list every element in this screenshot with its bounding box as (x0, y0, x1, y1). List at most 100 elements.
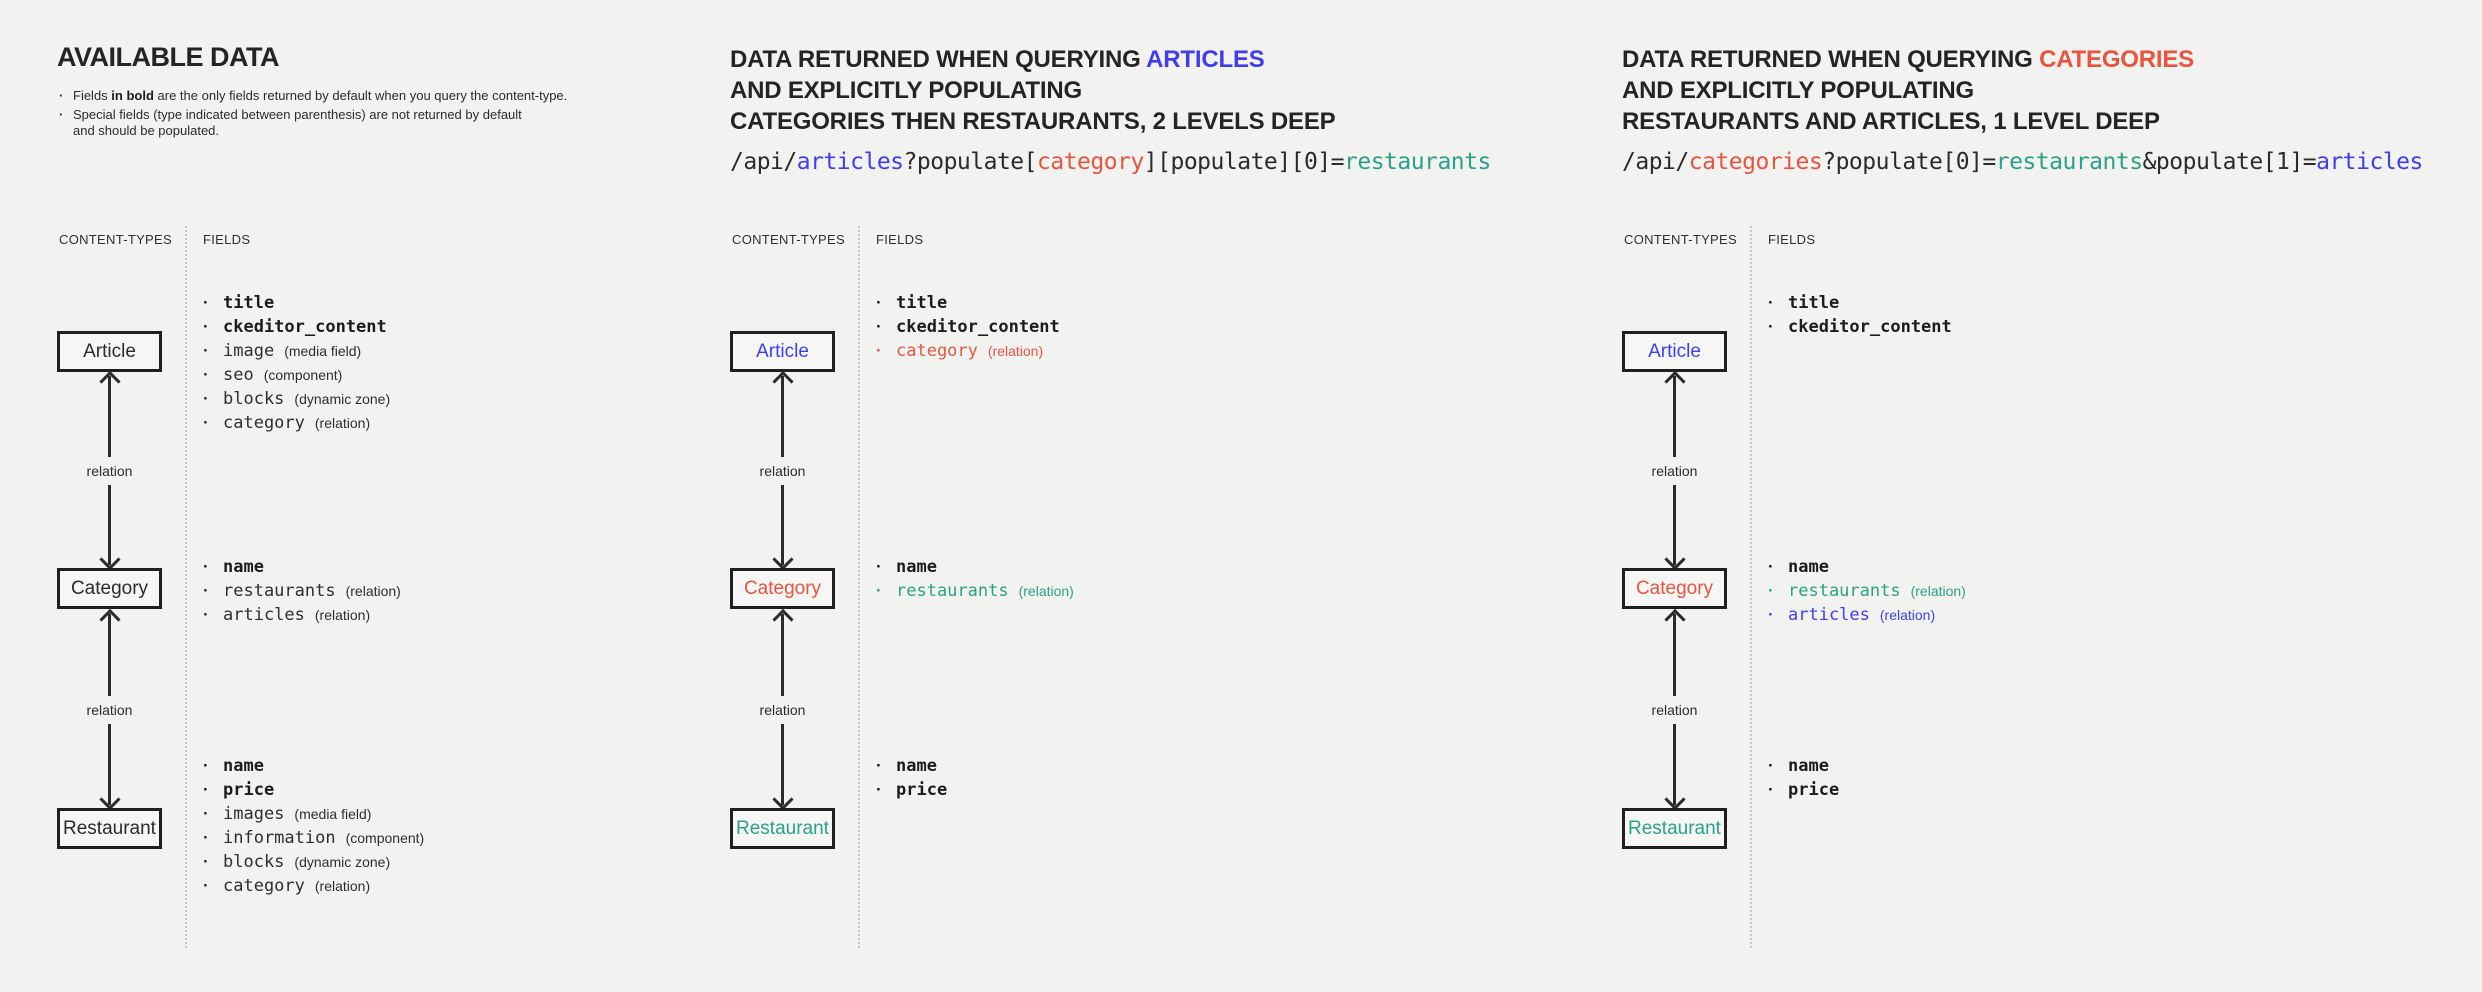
note-text: Fields in bold are the only fields retur… (73, 88, 567, 104)
node-article: Article (57, 331, 162, 372)
note-item: Special fields (type indicated between p… (59, 107, 567, 139)
relation-label: relation (85, 456, 134, 485)
field-item: title (1768, 291, 1952, 315)
panel-available-data: AVAILABLE DATA Fields in bold are the on… (57, 0, 707, 992)
title-segment: AND EXPLICITLY POPULATING (730, 77, 1082, 104)
panel-title: DATA RETURNED WHEN QUERYING CATEGORIES A… (1622, 44, 2194, 137)
api-query-code: /api/categories?populate[0]=restaurants&… (1622, 148, 2423, 176)
field-name: category (223, 876, 305, 896)
node-restaurant: Restaurant (57, 808, 162, 849)
code-segment: category (1037, 149, 1144, 175)
field-item: images (media field) (203, 802, 424, 826)
title-segment: AND EXPLICITLY POPULATING (1622, 77, 1974, 104)
relation-connector: relation (1650, 608, 1699, 811)
code-segment: /api/ (730, 149, 797, 175)
arrowhead-up-icon (1663, 370, 1686, 393)
field-item: category(relation) (876, 339, 1060, 363)
field-item: blocks (dynamic zone) (203, 850, 424, 874)
arrowhead-up-icon (1663, 608, 1686, 631)
dotted-separator (858, 226, 860, 948)
node-label: Restaurant (63, 817, 156, 839)
node-label: Article (756, 340, 809, 362)
field-annotation: (relation) (987, 343, 1044, 359)
restaurant-fields-list: name price images (media field) informati… (203, 754, 424, 898)
field-name: name (1788, 756, 1829, 776)
node-label: Category (70, 577, 149, 599)
field-name: blocks (223, 852, 285, 872)
field-name: restaurants (223, 581, 336, 601)
field-item: price (203, 778, 424, 802)
field-item: blocks (dynamic zone) (203, 387, 390, 411)
code-segment: ][populate][0]= (1143, 149, 1345, 175)
field-annotation: (media field) (294, 806, 372, 822)
relation-label: relation (758, 456, 807, 485)
field-annotation: (dynamic zone) (294, 391, 391, 407)
content-types-column-label: CONTENT-TYPES (1624, 232, 1737, 247)
field-annotation: (relation) (1879, 607, 1936, 623)
node-restaurant: Restaurant (1622, 808, 1727, 849)
field-annotation: (relation) (1018, 583, 1074, 599)
relation-connector: relation (758, 608, 807, 811)
bullet-icon (59, 88, 73, 104)
dotted-separator (185, 226, 187, 948)
field-item: name (203, 555, 401, 579)
note-text-part: Fields (73, 88, 112, 103)
node-category: Category (1622, 568, 1727, 609)
node-label: Article (83, 340, 136, 362)
node-label: Category (1635, 577, 1714, 599)
field-annotation: (relation) (314, 878, 371, 894)
field-name: restaurants (1788, 581, 1901, 601)
arrowhead-down-icon (771, 788, 794, 811)
arrowhead-down-icon (98, 788, 121, 811)
field-item: information(component) (203, 826, 424, 850)
field-name: price (223, 780, 275, 800)
arrowhead-up-icon (98, 370, 121, 393)
category-fields-list: name restaurants(relation) (876, 555, 1074, 603)
field-name: name (1788, 557, 1829, 577)
node-label: Category (743, 577, 822, 599)
code-segment: restaurants (1995, 149, 2143, 175)
field-item: ckeditor_content (1768, 315, 1952, 339)
field-name: name (223, 756, 264, 776)
arrowhead-up-icon (771, 370, 794, 393)
field-name: name (896, 756, 937, 776)
field-name: title (1788, 293, 1840, 313)
relation-connector: relation (85, 370, 134, 571)
panel-title: DATA RETURNED WHEN QUERYING ARTICLES AND… (730, 44, 1336, 137)
article-fields-list: title ckeditor_content category(relation… (876, 291, 1060, 363)
content-types-column-label: CONTENT-TYPES (59, 232, 172, 247)
field-annotation: (relation) (1910, 583, 1966, 599)
dotted-separator (1750, 226, 1752, 948)
field-item: title (876, 291, 1060, 315)
field-name: category (223, 413, 305, 433)
node-label: Restaurant (736, 817, 829, 839)
field-name: name (896, 557, 937, 577)
arrowhead-down-icon (1663, 788, 1686, 811)
node-category: Category (730, 568, 835, 609)
field-name: articles (223, 605, 305, 625)
field-annotation: (relation) (314, 415, 371, 431)
arrowhead-down-icon (98, 548, 121, 571)
title-segment: RESTAURANTS AND ARTICLES, 1 LEVEL DEEP (1622, 108, 2160, 135)
code-segment: restaurants (1344, 149, 1491, 175)
field-item: category (relation) (203, 874, 424, 898)
notes-list: Fields in bold are the only fields retur… (59, 88, 567, 142)
panel-querying-articles: DATA RETURNED WHEN QUERYING ARTICLES AND… (730, 0, 1550, 992)
field-item: restaurants(relation) (876, 579, 1074, 603)
arrowhead-up-icon (771, 608, 794, 631)
note-text-part: and should be populated. (73, 123, 220, 138)
category-fields-list: name restaurants(relation) articles(rela… (203, 555, 401, 627)
field-name: blocks (223, 389, 285, 409)
note-item: Fields in bold are the only fields retur… (59, 88, 567, 104)
field-item: name (1768, 555, 1966, 579)
code-segment: ?populate[0]= (1822, 149, 1996, 175)
field-annotation: (dynamic zone) (294, 854, 391, 870)
field-annotation: (component) (263, 367, 343, 383)
field-name: name (223, 557, 264, 577)
field-name: images (223, 804, 285, 824)
relation-label: relation (758, 695, 807, 724)
code-segment: /api/ (1622, 149, 1689, 175)
field-item: image(media field) (203, 339, 390, 363)
field-name: ckeditor_content (223, 317, 387, 337)
title-segment: DATA RETURNED WHEN QUERYING (730, 46, 1147, 73)
